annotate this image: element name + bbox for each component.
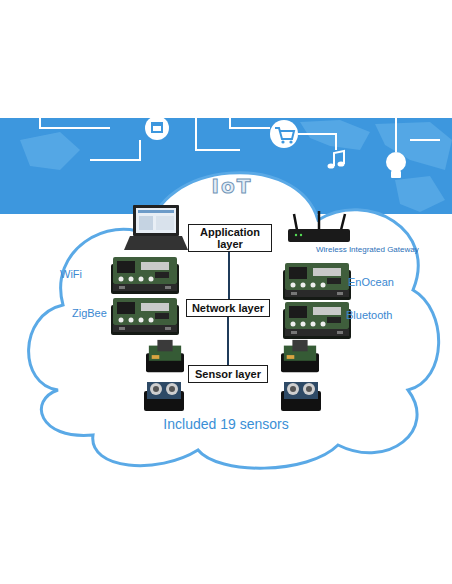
sensor-module <box>281 340 319 372</box>
layer-label: Network layer <box>192 302 264 314</box>
laptop <box>124 205 188 250</box>
window-pane <box>139 216 153 230</box>
gateway <box>288 211 350 242</box>
music-icon <box>328 151 345 169</box>
network-line <box>410 139 440 141</box>
layer-label: Sensor layer <box>195 368 261 380</box>
calendar-glyph <box>153 126 161 131</box>
icon-circle <box>145 116 169 140</box>
bluetooth-board <box>283 302 351 339</box>
laptop-display <box>136 208 176 233</box>
cart-wheel <box>289 140 292 143</box>
layer-box: Application layer <box>188 224 272 252</box>
calendar-icon <box>145 116 169 140</box>
led <box>300 234 302 236</box>
window-bar <box>138 210 174 213</box>
continent <box>395 176 445 212</box>
laptop-screen <box>133 205 179 236</box>
wifi-board <box>111 257 179 294</box>
layer-connector <box>228 252 230 299</box>
bulb-icon <box>386 152 406 178</box>
calendar-glyph <box>151 122 163 133</box>
cart-wheel <box>281 140 284 143</box>
zigbee-board <box>111 298 179 335</box>
cloud-title: IoT <box>168 174 296 198</box>
enocean-board <box>283 263 351 300</box>
network-line <box>90 140 140 160</box>
bulb-base <box>391 171 401 178</box>
layer-box: Sensor layer <box>188 365 268 383</box>
network-line <box>230 118 270 128</box>
sensor-module <box>281 382 321 411</box>
network-line <box>395 118 397 152</box>
cart-glyph <box>275 128 294 139</box>
network-line <box>196 118 240 150</box>
led <box>295 234 297 236</box>
network-line <box>298 134 336 150</box>
bulb-glass <box>386 152 406 172</box>
cloud-caption: Included 19 sensors <box>136 416 316 432</box>
icon-circle <box>270 120 298 148</box>
window-pane <box>156 216 174 230</box>
continent <box>20 132 80 170</box>
sensor-module <box>146 340 184 372</box>
laptop-base <box>124 236 188 250</box>
layer-connector <box>227 317 229 365</box>
cart-icon <box>270 120 298 148</box>
layer-label: Application layer <box>189 226 271 250</box>
note-stem <box>334 151 344 166</box>
network-line <box>40 118 110 128</box>
layer-box: Network layer <box>186 299 270 317</box>
sensor-module <box>144 382 184 411</box>
cloud-outline <box>29 173 439 468</box>
network-lines <box>40 118 440 160</box>
antenna <box>294 211 345 230</box>
cloud-shape: IoT Included 19 sensors Application layerN… <box>18 140 438 465</box>
gateway-body <box>288 229 350 242</box>
